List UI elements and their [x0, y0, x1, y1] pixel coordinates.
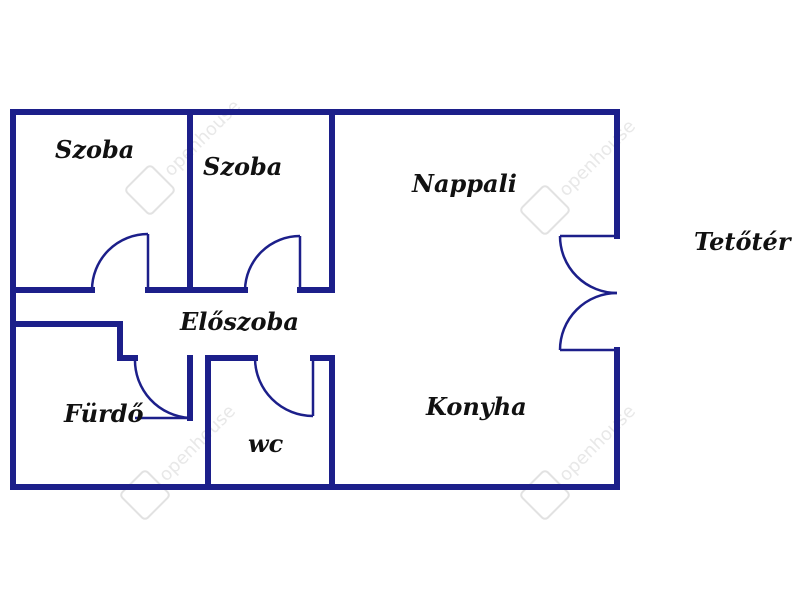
- room-label-konyha: Konyha: [425, 392, 527, 421]
- watermark-group: openhouse openhouse openhouse openhouse: [120, 96, 640, 520]
- door-furdo-swing: [133, 357, 191, 420]
- room-label-nappali: Nappali: [411, 169, 517, 198]
- doors: [90, 232, 618, 420]
- watermark-text: openhouse: [555, 401, 640, 486]
- door-szoba1-swing: [90, 232, 149, 291]
- room-label-tetoter: Tetőtér: [694, 227, 793, 256]
- door-szoba2-swing: [243, 234, 301, 291]
- room-label-eloszoba: Előszoba: [179, 307, 299, 336]
- watermark-logo: openhouse: [520, 116, 640, 235]
- walls: [10, 109, 620, 490]
- watermark-logo: openhouse: [520, 401, 640, 520]
- door-terrace-swing-bottom: [558, 291, 618, 351]
- watermark-text: openhouse: [555, 116, 640, 201]
- room-label-furdo: Fürdő: [63, 399, 144, 428]
- room-label-szoba-1: Szoba: [55, 135, 134, 164]
- door-wc-swing: [253, 357, 314, 418]
- room-labels: Szoba Szoba Nappali Előszoba Fürdő wc Ko…: [55, 135, 793, 458]
- door-terrace-swing-top: [558, 235, 618, 295]
- room-label-wc: wc: [248, 429, 284, 458]
- room-label-szoba-2: Szoba: [203, 152, 282, 181]
